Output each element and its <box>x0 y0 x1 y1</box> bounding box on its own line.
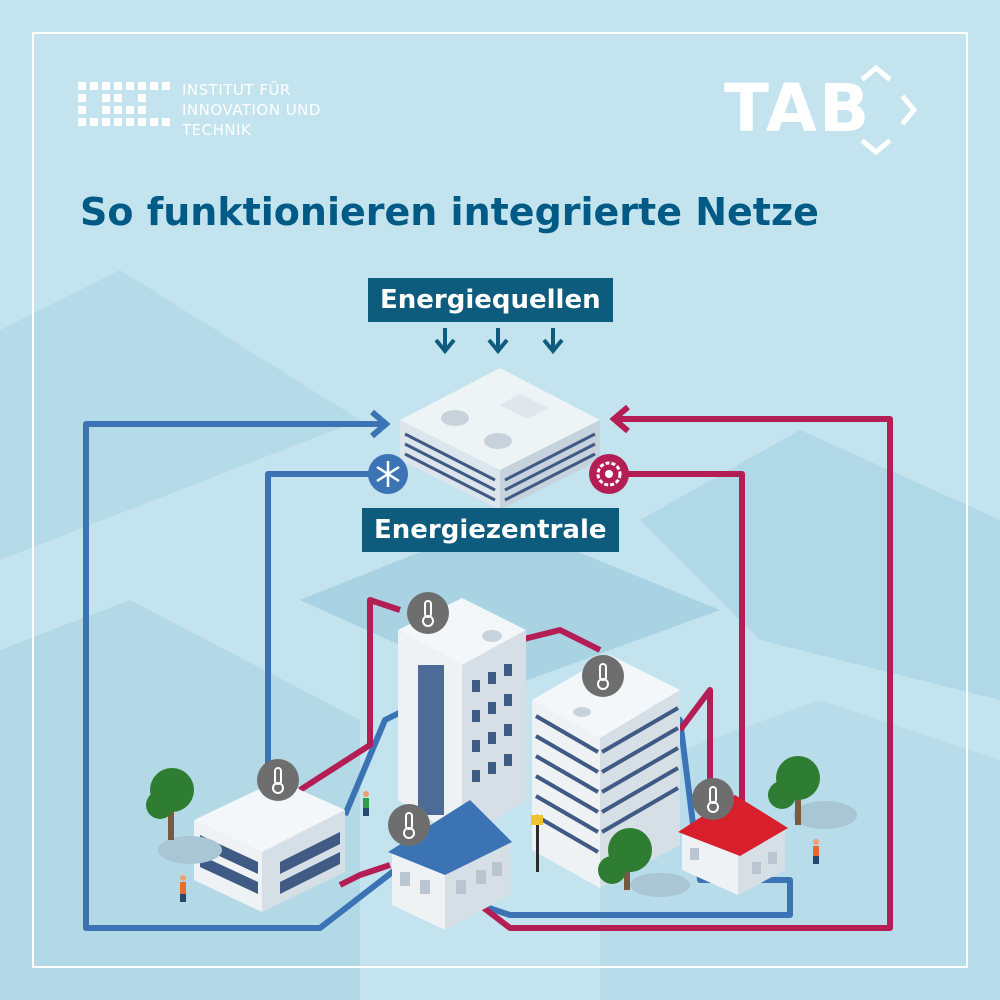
cold-inner-line <box>265 471 380 785</box>
iit-logo-icon <box>78 82 170 126</box>
institute-name-line-3: TECHNIK <box>182 121 252 139</box>
tree-icon <box>598 828 690 897</box>
heat-inner-line <box>622 471 745 805</box>
person-icon <box>180 875 186 902</box>
red-roof-house <box>678 795 788 895</box>
heat-gear-icon <box>589 454 629 494</box>
tree-icon <box>146 768 222 864</box>
cold-arrowhead <box>370 409 391 439</box>
energy-central-building <box>400 368 600 510</box>
thermometer-icon <box>257 759 299 801</box>
frame-border <box>32 32 968 968</box>
heat-right-line <box>338 862 391 888</box>
institute-name-line-2: INNOVATION UND <box>182 101 321 119</box>
institute-name: INSTITUT FÜR INNOVATION UND TECHNIK <box>182 80 321 140</box>
person-icon <box>813 839 819 864</box>
street-lamp-icon <box>531 815 543 872</box>
heat-arrowhead <box>609 404 630 434</box>
energy-central-label: Energiezentrale <box>362 508 619 552</box>
energy-sources-label: Energiequellen <box>368 278 613 322</box>
heat-right-line-2 <box>677 687 713 820</box>
snowflake-icon <box>368 454 408 494</box>
thermometer-icon <box>388 804 430 846</box>
blue-roof-house <box>388 800 512 930</box>
heat-network-lines <box>298 416 893 931</box>
page-title: So funktionieren integrierte Netze <box>80 190 819 234</box>
heat-mid-line <box>519 627 602 653</box>
tall-tower-building <box>398 598 526 840</box>
thermometer-icon <box>407 592 449 634</box>
institute-name-line-1: INSTITUT FÜR <box>182 81 291 99</box>
tab-logo-text: TAB <box>724 70 872 147</box>
tree-icon <box>768 756 857 829</box>
cold-outer-line <box>83 421 397 931</box>
heat-outer-line <box>478 416 893 931</box>
heat-building-line <box>298 597 401 793</box>
tab-brackets-icon <box>860 64 918 156</box>
thermometer-icon <box>692 778 734 820</box>
person-icon <box>363 791 369 816</box>
thermometer-icon <box>582 655 624 697</box>
source-arrows <box>434 328 564 355</box>
